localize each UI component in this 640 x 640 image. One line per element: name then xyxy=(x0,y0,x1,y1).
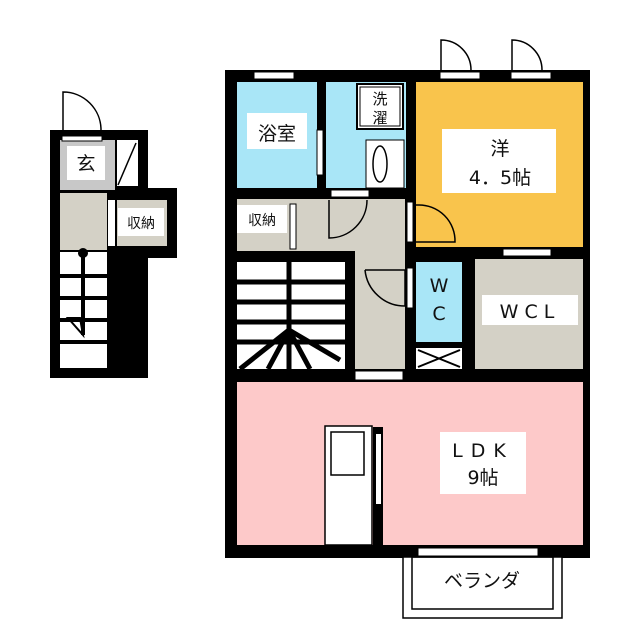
label-storage-upper: 収納 xyxy=(248,213,276,229)
label-wcl: WCL xyxy=(500,301,561,323)
label-entrance: 玄 xyxy=(76,153,95,175)
label-ldk-1: LDK xyxy=(452,440,514,462)
door-swings xyxy=(328,39,543,307)
label-western-1: 洋 xyxy=(490,138,509,160)
stair-lines xyxy=(237,262,345,371)
washbasin xyxy=(365,139,405,189)
annex-stair-lines xyxy=(60,252,107,344)
room-ldk xyxy=(237,382,583,545)
room-wc xyxy=(416,262,462,342)
windows xyxy=(253,71,552,557)
room-hall-lower xyxy=(355,251,405,369)
label-bath: 浴室 xyxy=(258,123,296,145)
label-wc-1: W xyxy=(430,275,449,297)
entrance-door-swing xyxy=(62,91,102,131)
label-ldk-2: 9帖 xyxy=(467,467,498,489)
label-western-2: 4．5帖 xyxy=(469,167,531,189)
label-storage-entrance: 収納 xyxy=(127,216,155,232)
label-wc-2: C xyxy=(432,303,445,325)
washing-machine xyxy=(356,83,404,130)
veranda xyxy=(402,556,563,619)
label-veranda: ベランダ xyxy=(444,570,520,592)
label-laundry-1: 洗 xyxy=(372,90,387,108)
label-laundry-2: 濯 xyxy=(372,109,387,127)
annex-hall xyxy=(60,193,107,250)
